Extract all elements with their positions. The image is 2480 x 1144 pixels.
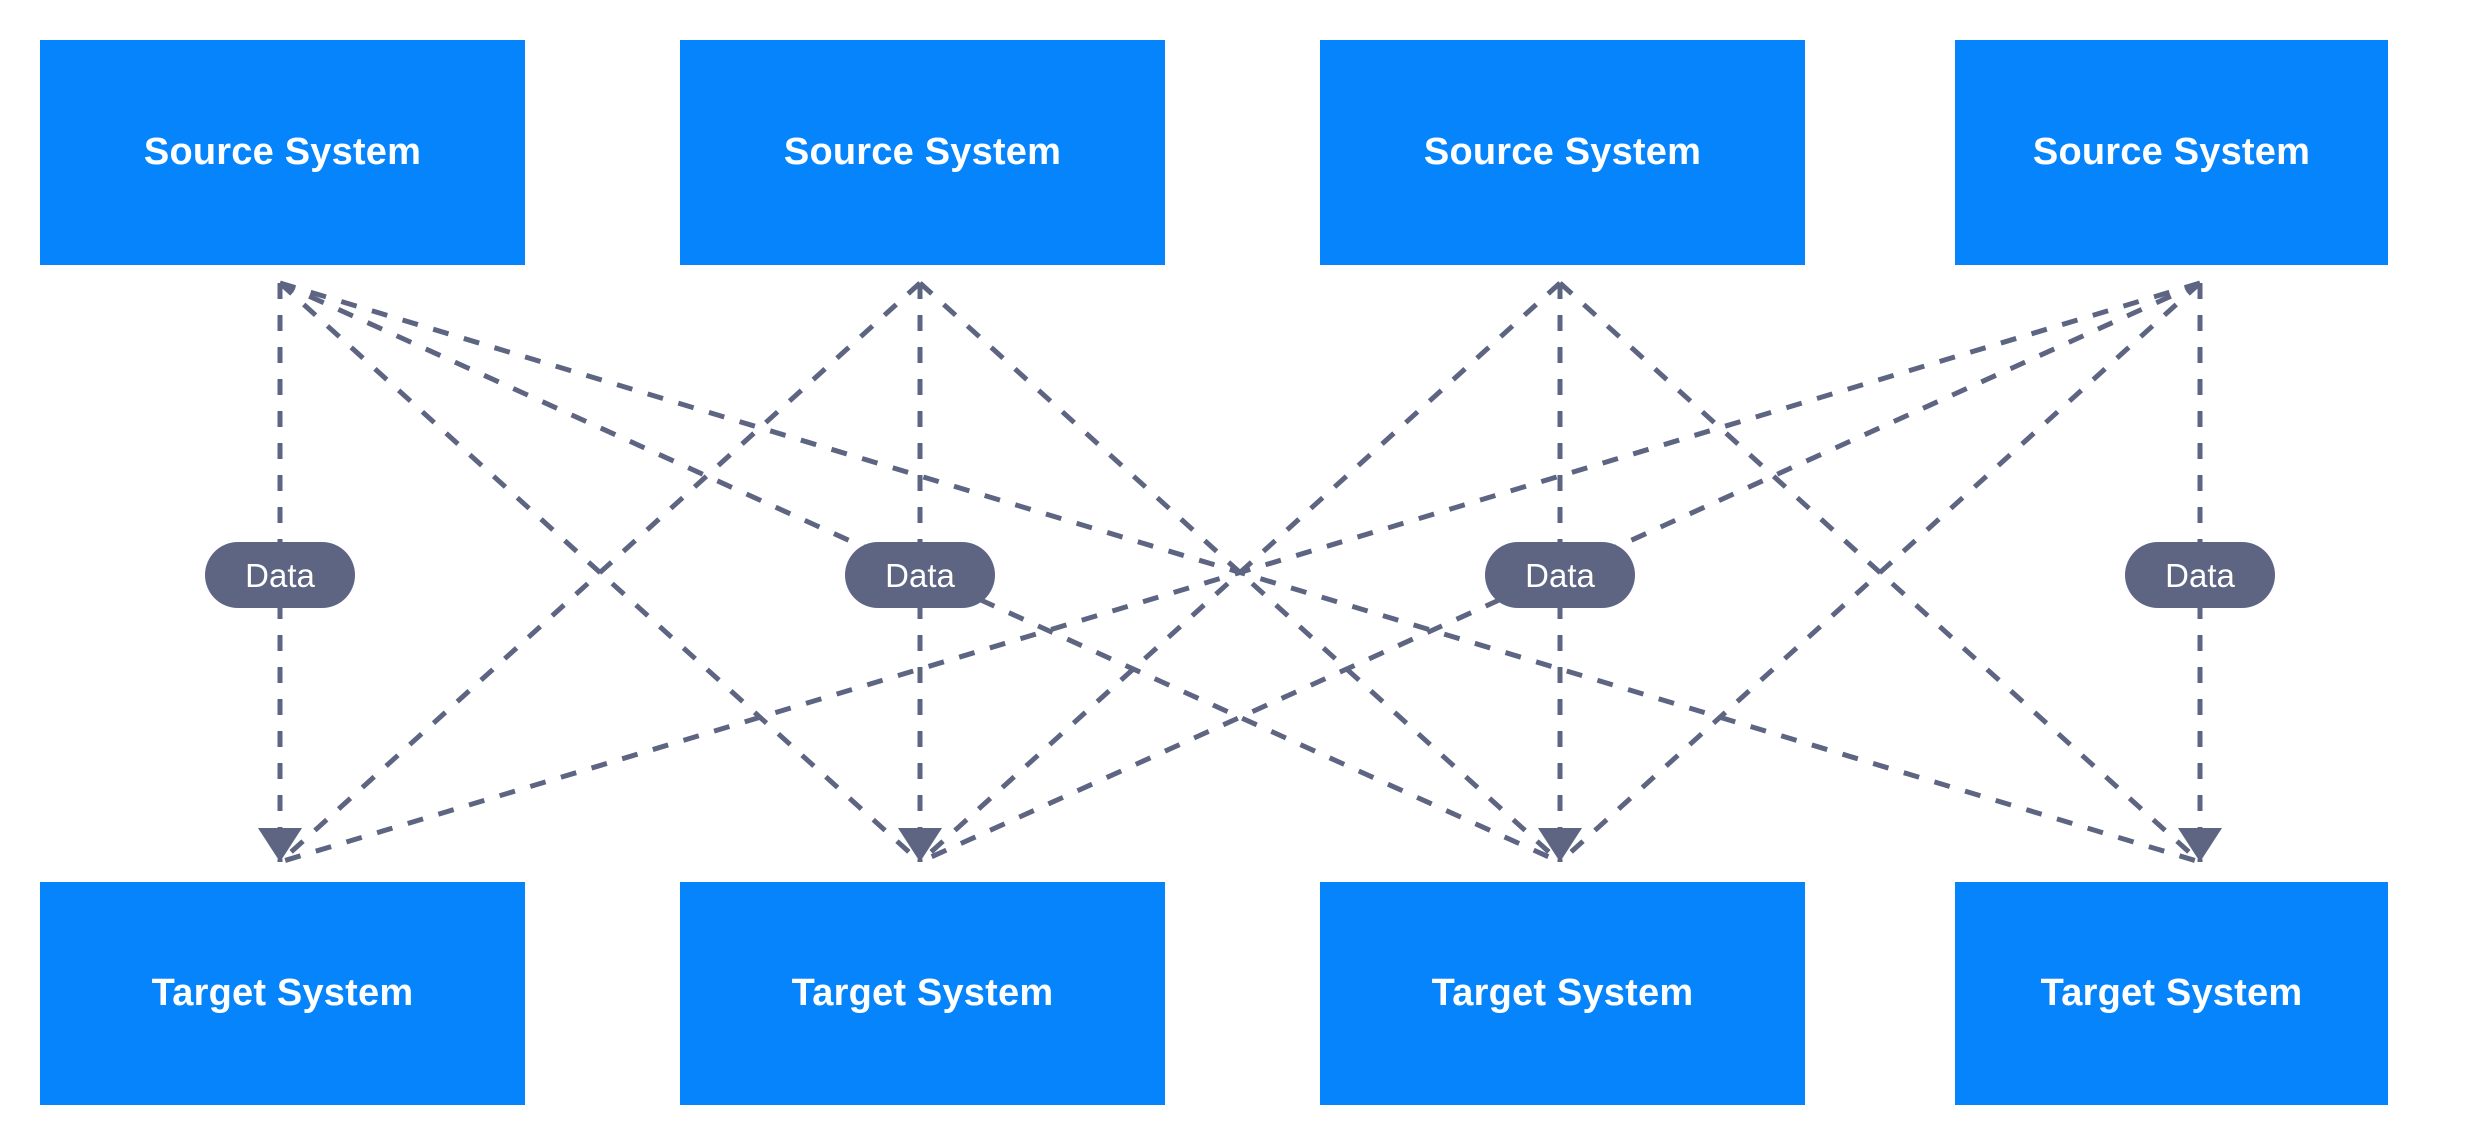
source-system-node-4[interactable]: Source System <box>1955 40 2388 265</box>
arrowhead-icon-1 <box>258 828 302 862</box>
edge-s4-to-t1 <box>279 280 2201 865</box>
data-edge-label-2[interactable]: Data <box>845 542 995 608</box>
target-system-node-4[interactable]: Target System <box>1955 882 2388 1105</box>
data-edge-label-4[interactable]: Data <box>2125 542 2275 608</box>
target-system-node-label: Target System <box>791 971 1054 1014</box>
data-edge-label-text: Data <box>2165 556 2235 594</box>
data-edge-label-1[interactable]: Data <box>205 542 355 608</box>
arrowhead-icon-3 <box>1538 828 1582 862</box>
data-edge-label-3[interactable]: Data <box>1485 542 1635 608</box>
edge-s1-to-t2 <box>278 281 922 864</box>
arrowhead-icon-4 <box>2178 828 2222 862</box>
source-system-node-label: Source System <box>783 130 1062 173</box>
source-system-node-2[interactable]: Source System <box>680 40 1165 265</box>
arrowheads-group <box>258 828 2222 862</box>
data-edge-label-text: Data <box>245 556 315 594</box>
data-edge-label-text: Data <box>1525 556 1595 594</box>
data-edge-label-text: Data <box>885 556 955 594</box>
source-system-node-label: Source System <box>143 130 422 173</box>
edge-s4-to-t3 <box>1558 281 2202 864</box>
edge-s3-to-t4 <box>1558 281 2202 864</box>
edges-group <box>277 280 2203 865</box>
arrowhead-icon-2 <box>898 828 942 862</box>
target-system-node-label: Target System <box>151 971 414 1014</box>
target-system-node-2[interactable]: Target System <box>680 882 1165 1105</box>
source-system-node-label: Source System <box>2032 130 2311 173</box>
edge-s1-to-t4 <box>279 280 2201 865</box>
source-system-node-3[interactable]: Source System <box>1320 40 1805 265</box>
edge-s2-to-t3 <box>918 281 1562 864</box>
target-system-node-label: Target System <box>1431 971 1694 1014</box>
source-system-node-1[interactable]: Source System <box>40 40 525 265</box>
target-system-node-1[interactable]: Target System <box>40 882 525 1105</box>
edge-s2-to-t1 <box>278 281 922 864</box>
edge-s3-to-t2 <box>918 281 1562 864</box>
target-system-node-3[interactable]: Target System <box>1320 882 1805 1105</box>
target-system-node-label: Target System <box>2040 971 2303 1014</box>
source-system-node-label: Source System <box>1423 130 1702 173</box>
